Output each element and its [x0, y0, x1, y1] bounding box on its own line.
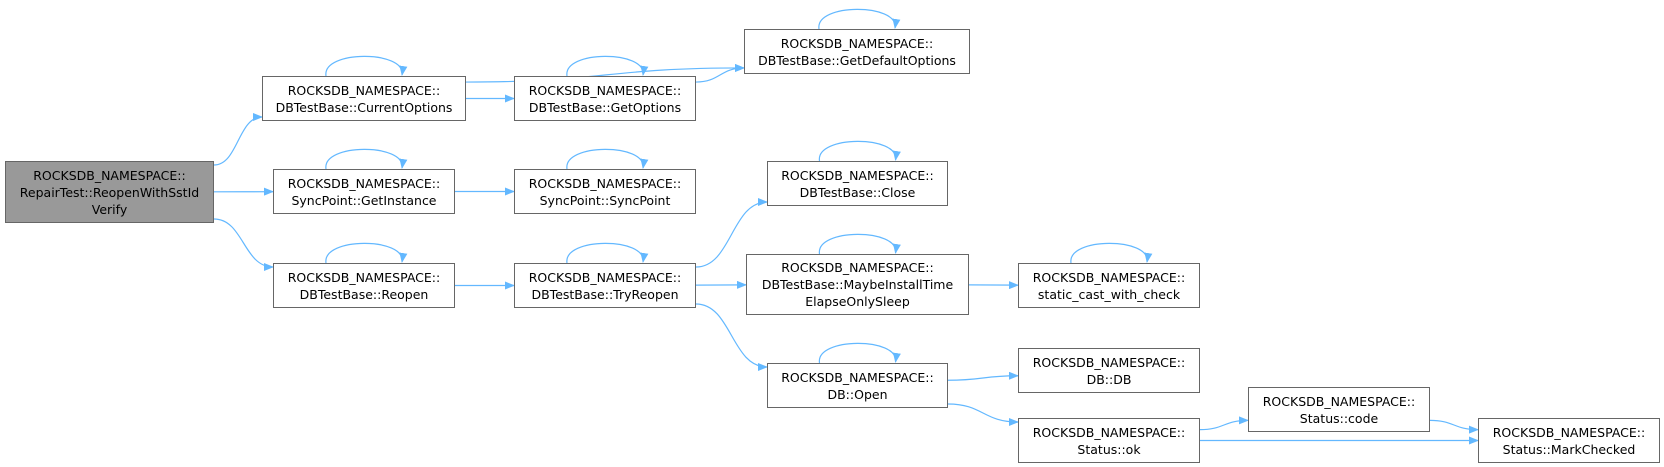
node-label-line: ROCKSDB_NAMESPACE:: [1032, 269, 1186, 285]
node-label-line: Status::ok [1077, 441, 1141, 457]
node-label-line: ROCKSDB_NAMESPACE:: [1032, 424, 1186, 440]
self-loop-get_default_options [818, 8, 901, 30]
node-label-line: DBTestBase::Reopen [299, 286, 429, 302]
node-label-line: ROCKSDB_NAMESPACE:: [287, 82, 441, 98]
self-loop-sync_point [566, 148, 649, 170]
edge-status_code-to-status_mark_checked [1429, 419, 1479, 434]
self-loop-maybe_install_time_elapse_only_sleep [818, 233, 901, 255]
self-loop-get_instance [325, 148, 408, 170]
self-loop-current_options [325, 55, 408, 77]
edge-get_options-to-get_default_options [695, 63, 745, 83]
node-label-line: Status::code [1299, 410, 1379, 426]
node-maybe-install-time-elapse-only-sleep[interactable]: ROCKSDB_NAMESPACE:: DBTestBase::MaybeIns… [746, 254, 969, 315]
node-label-line: ROCKSDB_NAMESPACE:: [33, 167, 186, 183]
node-label-line: ROCKSDB_NAMESPACE:: [528, 175, 682, 191]
node-label-line: ROCKSDB_NAMESPACE:: [1492, 424, 1646, 440]
node-close[interactable]: ROCKSDB_NAMESPACE:: DBTestBase::Close [767, 161, 948, 206]
self-loop-get_options [566, 55, 649, 77]
node-get-default-options[interactable]: ROCKSDB_NAMESPACE:: DBTestBase::GetDefau… [744, 29, 970, 74]
self-loop-db_open [818, 342, 901, 364]
node-label-line: ROCKSDB_NAMESPACE:: [1032, 354, 1186, 370]
node-label-line: ROCKSDB_NAMESPACE:: [781, 260, 934, 275]
node-label-line: ROCKSDB_NAMESPACE:: [780, 35, 934, 51]
edge-reopen_with_sstid_verify-to-current_options [213, 113, 263, 166]
node-get-instance[interactable]: ROCKSDB_NAMESPACE:: SyncPoint::GetInstan… [273, 169, 455, 214]
node-sync-point[interactable]: ROCKSDB_NAMESPACE:: SyncPoint::SyncPoint [514, 169, 696, 214]
node-label-line: ROCKSDB_NAMESPACE:: [287, 269, 441, 285]
node-label-line: ROCKSDB_NAMESPACE:: [287, 175, 441, 191]
node-db-db[interactable]: ROCKSDB_NAMESPACE:: DB::DB [1018, 348, 1200, 393]
node-label-line: DBTestBase::GetOptions [528, 99, 682, 115]
node-label-line: Status::MarkChecked [1502, 441, 1636, 457]
node-label-line: DB::DB [1086, 371, 1132, 387]
node-get-options[interactable]: ROCKSDB_NAMESPACE:: DBTestBase::GetOptio… [514, 76, 696, 121]
node-db-open[interactable]: ROCKSDB_NAMESPACE:: DB::Open [767, 363, 948, 408]
node-label-line: DB::Open [827, 386, 888, 402]
node-label-line: ElapseOnlySleep [805, 294, 910, 309]
node-label-line: RepairTest::ReopenWithSstId [19, 184, 200, 200]
node-status-ok[interactable]: ROCKSDB_NAMESPACE:: Status::ok [1018, 418, 1200, 463]
edge-try_reopen-to-db_open [695, 303, 768, 371]
self-loop-close [818, 140, 901, 162]
self-loop-reopen [325, 242, 408, 264]
self-loop-try_reopen [566, 242, 649, 264]
node-label-line: ROCKSDB_NAMESPACE:: [528, 269, 682, 285]
node-status-mark-checked[interactable]: ROCKSDB_NAMESPACE:: Status::MarkChecked [1478, 418, 1660, 463]
node-label-line: DBTestBase::Close [799, 184, 916, 200]
node-try-reopen[interactable]: ROCKSDB_NAMESPACE:: DBTestBase::TryReope… [514, 263, 696, 308]
node-label-line: ROCKSDB_NAMESPACE:: [1262, 393, 1416, 409]
node-label-line: ROCKSDB_NAMESPACE:: [781, 369, 934, 385]
self-loop-static_cast_with_check [1070, 242, 1153, 264]
node-label-line: Verify [91, 201, 128, 217]
node-label-line: SyncPoint::SyncPoint [539, 192, 671, 208]
node-label-line: static_cast_with_check [1037, 286, 1181, 302]
node-static-cast-with-check[interactable]: ROCKSDB_NAMESPACE:: static_cast_with_che… [1018, 263, 1200, 308]
node-label-line: ROCKSDB_NAMESPACE:: [528, 82, 682, 98]
node-current-options[interactable]: ROCKSDB_NAMESPACE:: DBTestBase::CurrentO… [262, 76, 466, 121]
node-reopen[interactable]: ROCKSDB_NAMESPACE:: DBTestBase::Reopen [273, 263, 455, 308]
edge-try_reopen-to-close [695, 198, 768, 268]
edge-current_options-to-get_default_options [465, 63, 745, 83]
node-label-line: SyncPoint::GetInstance [291, 192, 437, 208]
node-label-line: ROCKSDB_NAMESPACE:: [781, 167, 934, 183]
node-label-line: DBTestBase::MaybeInstallTime [761, 277, 954, 292]
node-label-line: DBTestBase::GetDefaultOptions [758, 52, 956, 68]
node-status-code[interactable]: ROCKSDB_NAMESPACE:: Status::code [1248, 387, 1430, 432]
edge-status_ok-to-status_code [1199, 416, 1249, 431]
node-reopen-with-sstid-verify[interactable]: ROCKSDB_NAMESPACE:: RepairTest::ReopenWi… [5, 161, 214, 223]
edge-db_open-to-db_db [947, 371, 1019, 381]
node-label-line: DBTestBase::CurrentOptions [275, 99, 453, 115]
edge-reopen_with_sstid_verify-to-reopen [213, 218, 274, 271]
node-label-line: DBTestBase::TryReopen [531, 286, 679, 302]
edge-db_open-to-status_ok [947, 403, 1019, 426]
